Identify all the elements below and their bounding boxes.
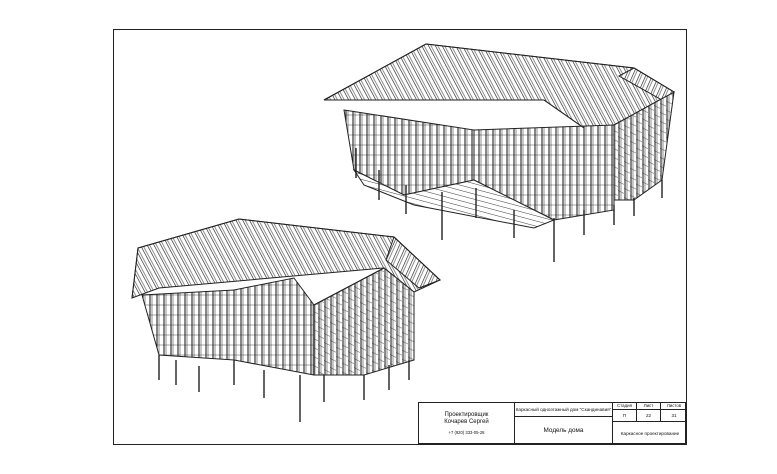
sheet-number: 22 xyxy=(637,410,661,422)
title-block: Проектировщик Кочарев Сергей +7 (920) 33… xyxy=(418,402,687,445)
drawing-canvas xyxy=(131,43,676,422)
drawing-sheet: Проектировщик Кочарев Сергей +7 (920) 33… xyxy=(113,29,687,445)
project-name: Каркасный одноэтажный дом "Скандинавия" xyxy=(515,403,613,417)
house-model-upper xyxy=(323,43,676,262)
sheet-header: Лист xyxy=(637,403,661,410)
sheets-header: Листов xyxy=(661,403,687,410)
sheet-title: Модель дома xyxy=(515,417,613,445)
stage-value: П xyxy=(613,410,637,422)
stage-header: Стадия xyxy=(613,403,637,410)
designer-phone: +7 (920) 333-05-28 xyxy=(448,430,485,436)
house-model-lower xyxy=(131,218,441,422)
designer-name: Кочарев Сергей xyxy=(444,418,489,425)
sheets-total: 31 xyxy=(661,410,687,422)
designer-cell: Проектировщик Кочарев Сергей +7 (920) 33… xyxy=(419,403,515,445)
organization: Каркасное проектирование xyxy=(620,430,680,436)
designer-label: Проектировщик xyxy=(444,411,489,418)
